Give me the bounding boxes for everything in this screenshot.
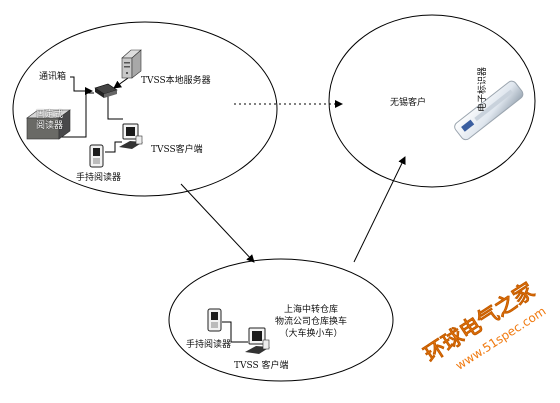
wuxi-customer-ellipse [328, 14, 536, 188]
shanghai-warehouse-ellipse [168, 258, 394, 382]
comm-box-label: 通讯箱 [39, 72, 67, 82]
client-top-label: TVSS客户端 [151, 145, 203, 155]
local-site-ellipse [12, 21, 278, 197]
fixed-reader-label: 固定式 阅读器 [36, 110, 64, 131]
network-hub-icon [94, 83, 118, 98]
shanghai-title-line3: （大车换小车） [279, 329, 343, 339]
client-computer-bottom-icon [245, 327, 270, 354]
wire-reader-to-hub [59, 92, 94, 138]
shanghai-title-line2: 物流公司仓库换车 [274, 317, 347, 327]
local-server-label: TVSS本地服务器 [141, 76, 211, 86]
e-tag-label: 电子标识器 [478, 66, 488, 112]
electronic-tag-icon [454, 80, 524, 141]
handheld-reader-top-icon [89, 144, 104, 168]
handheld-bottom-label: 手持阅读器 [186, 340, 232, 350]
client-bottom-label: TVSS 客户端 [234, 361, 289, 371]
fixed-reader-icon [26, 109, 71, 140]
wuxi-customer-label: 无锡客户 [390, 98, 427, 108]
wire-hub-to-client [107, 96, 123, 120]
arrow-to-shanghai [180, 183, 255, 263]
server-icon [121, 49, 142, 79]
wire-handheld-to-client [105, 141, 122, 153]
shanghai-title-line1: 上海中转仓库 [283, 305, 338, 315]
handheld-reader-bottom-icon [207, 308, 222, 332]
handheld-top-label: 手持阅读器 [76, 173, 122, 183]
arrow-to-wuxi [353, 156, 406, 263]
client-computer-top-icon [119, 123, 143, 149]
wire-handheld-to-client-bottom [222, 321, 248, 343]
wire-commbox-to-hub [70, 76, 93, 95]
wire-server-to-hub [113, 77, 129, 89]
